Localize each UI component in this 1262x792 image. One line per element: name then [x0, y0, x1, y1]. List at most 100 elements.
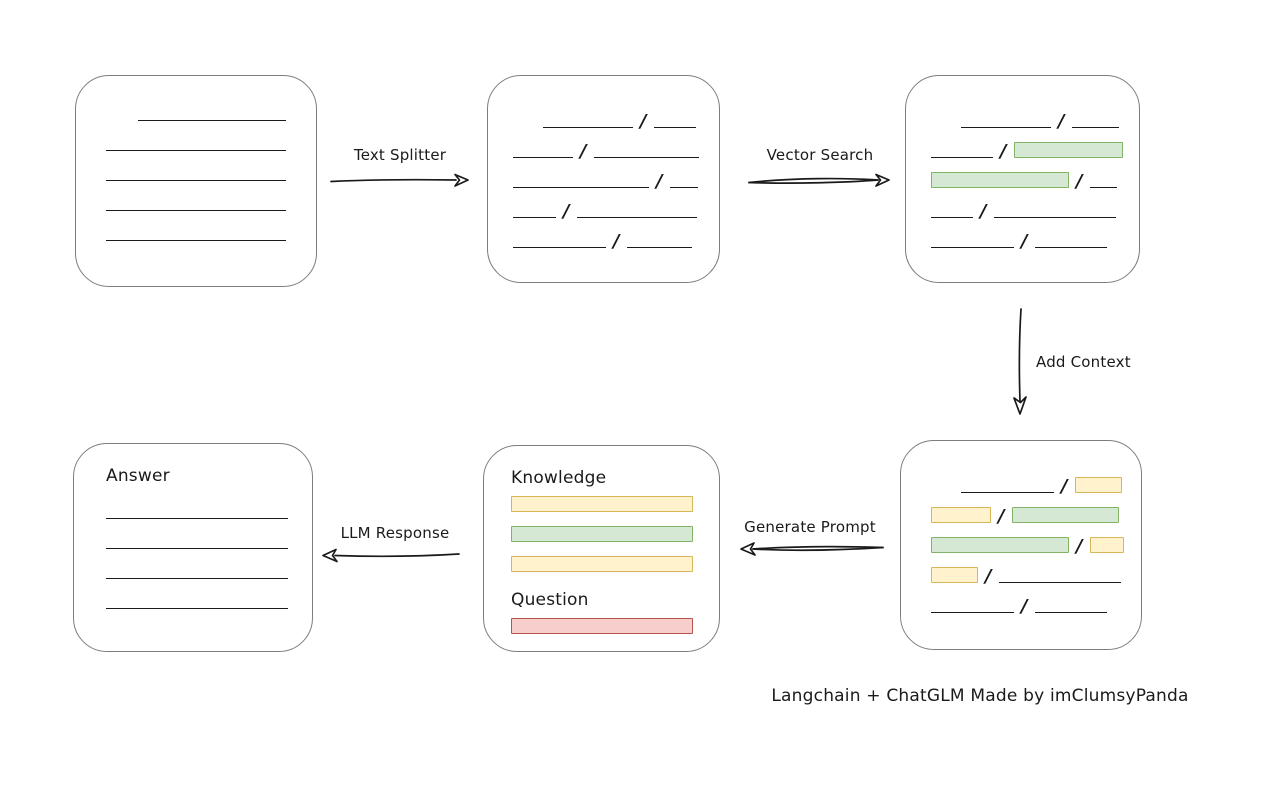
llm-response-arrow [322, 548, 460, 563]
text-row: / [513, 188, 719, 222]
text-row [106, 151, 316, 181]
text-line [106, 608, 288, 609]
text-line [961, 492, 1054, 493]
document-text-rows [76, 76, 316, 241]
text-line [138, 120, 286, 121]
generate-prompt-label: Generate Prompt [744, 518, 876, 536]
yellow-highlight-chip [1074, 477, 1122, 493]
slash-separator: / [1021, 596, 1028, 617]
generate-prompt-arrow [740, 542, 884, 556]
text-row [106, 121, 316, 151]
vector-result-rows: / / / / / [906, 76, 1139, 252]
text-row: / [961, 463, 1141, 497]
chunked-text-rows: / / / / / [488, 76, 719, 252]
text-row: / [513, 158, 719, 192]
text-line [1071, 127, 1119, 128]
yellow-highlight-chip [931, 507, 991, 523]
text-row: / [961, 98, 1139, 132]
text-row: / [931, 188, 1139, 222]
text-line [576, 217, 697, 218]
llm-response-label: LLM Response [340, 524, 450, 542]
text-line [931, 217, 973, 218]
vector-search-label: Vector Search [766, 146, 874, 164]
text-line [106, 518, 288, 519]
text-row [511, 618, 719, 648]
text-row: / [931, 218, 1139, 252]
knowledge-heading: Knowledge [511, 468, 607, 488]
text-line [513, 247, 606, 248]
yellow-highlight-chip [511, 556, 693, 572]
text-line [513, 157, 573, 158]
slash-separator: / [1058, 111, 1065, 132]
text-line [106, 240, 286, 241]
text-row: / [931, 128, 1139, 162]
text-row [511, 526, 719, 556]
text-line [593, 157, 699, 158]
text-line [669, 187, 698, 188]
text-row [106, 579, 312, 609]
text-line [106, 210, 286, 211]
text-row [106, 489, 312, 519]
green-highlight-chip [931, 172, 1069, 188]
context-rows: / / / / / [901, 441, 1141, 617]
text-line [106, 548, 288, 549]
add-context-arrow [1013, 308, 1027, 415]
text-row: / [931, 158, 1139, 192]
question-heading: Question [511, 590, 589, 610]
slash-separator: / [980, 201, 987, 222]
text-row: / [931, 523, 1141, 557]
green-highlight-chip [1013, 142, 1123, 158]
text-row: / [931, 583, 1141, 617]
slash-separator: / [1000, 141, 1007, 162]
text-line [106, 578, 288, 579]
text-row [138, 91, 316, 121]
slash-separator: / [1061, 476, 1068, 497]
answer-rows [106, 489, 312, 609]
green-highlight-chip [511, 526, 693, 542]
text-row: / [543, 98, 719, 132]
text-line [1034, 247, 1107, 248]
slash-separator: / [1076, 536, 1083, 557]
text-row [106, 549, 312, 579]
text-line [931, 612, 1014, 613]
answer-node: Answer [73, 443, 313, 652]
red-highlight-chip [511, 618, 693, 634]
slash-separator: / [985, 566, 992, 587]
text-row: / [513, 218, 719, 252]
credit-caption: Langchain + ChatGLM Made by imClumsyPand… [771, 686, 1189, 706]
text-line [931, 247, 1014, 248]
chunked-text-node: / / / / / [487, 75, 720, 283]
answer-heading: Answer [106, 466, 170, 486]
text-row [511, 556, 719, 586]
document-node [75, 75, 317, 287]
yellow-highlight-chip [511, 496, 693, 512]
text-line [961, 127, 1051, 128]
text-line [543, 127, 633, 128]
text-line [993, 217, 1116, 218]
text-line [106, 150, 286, 151]
slash-separator: / [613, 231, 620, 252]
slash-separator: / [1076, 171, 1083, 192]
text-line [931, 157, 993, 158]
text-line [1034, 612, 1107, 613]
text-line [513, 217, 556, 218]
text-row: / [931, 553, 1141, 587]
slash-separator: / [580, 141, 587, 162]
text-line [106, 180, 286, 181]
slash-separator: / [998, 506, 1005, 527]
prompt-node: Knowledge Question [483, 445, 720, 652]
green-highlight-chip [931, 537, 1069, 553]
slash-separator: / [640, 111, 647, 132]
text-row [106, 211, 316, 241]
text-line [1089, 187, 1117, 188]
question-bars [511, 618, 719, 648]
knowledge-bars [511, 496, 719, 586]
text-splitter-arrow [330, 173, 469, 187]
text-row [511, 496, 719, 526]
text-line [998, 582, 1121, 583]
slash-separator: / [563, 201, 570, 222]
green-highlight-chip [1011, 507, 1119, 523]
slash-separator: / [656, 171, 663, 192]
slash-separator: / [1021, 231, 1028, 252]
